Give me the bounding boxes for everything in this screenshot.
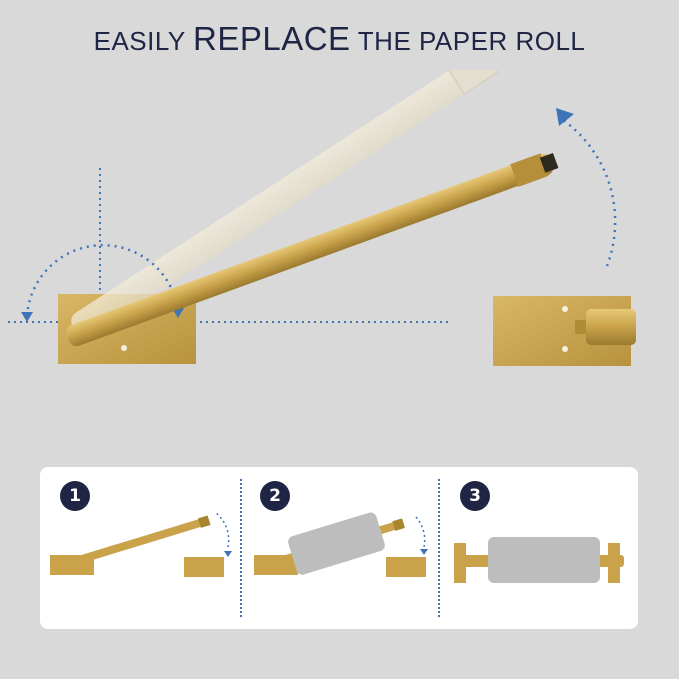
- title-part-replace: REPLACE: [192, 20, 351, 57]
- steps-panel: 1 2 3: [40, 467, 638, 629]
- hero-illustration: [8, 70, 636, 366]
- rotate-arrow-left: [25, 243, 180, 317]
- step-separator: [240, 479, 242, 617]
- step-number-badge: 2: [260, 481, 290, 511]
- gold-rod: [66, 152, 559, 347]
- step-separator: [438, 479, 440, 617]
- step-2: 2: [240, 467, 438, 629]
- step-1-illustration: [50, 512, 232, 577]
- ghost-rod: [71, 70, 503, 338]
- title-part-easily: EASILY: [93, 26, 193, 56]
- title-part-rest: THE PAPER ROLL: [350, 26, 586, 56]
- step-number-badge: 1: [60, 481, 90, 511]
- step-2-illustration: [254, 512, 428, 577]
- step-1: 1: [40, 467, 238, 629]
- rotate-arrow-right: [562, 118, 617, 267]
- step-number-badge: 3: [460, 481, 490, 511]
- step-3-illustration: [454, 537, 624, 583]
- step-3: 3: [440, 467, 638, 629]
- page-title: EASILY REPLACE THE PAPER ROLL: [0, 20, 679, 58]
